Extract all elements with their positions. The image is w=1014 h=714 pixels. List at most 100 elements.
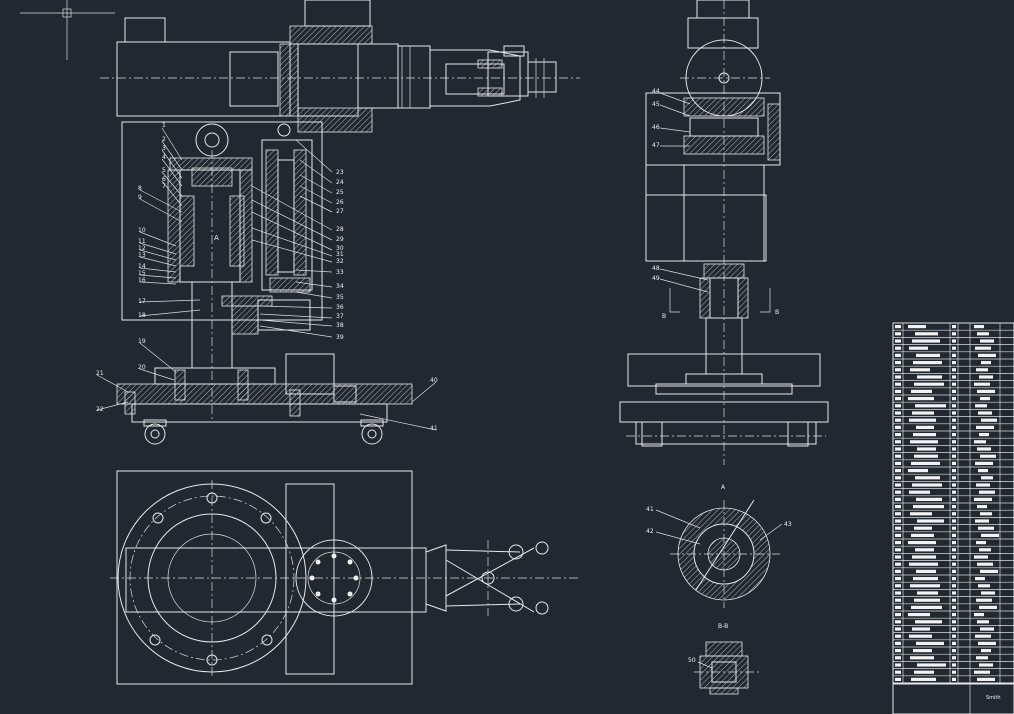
parts-list-cell-text [908,541,936,545]
parts-list-cell-text [911,605,942,609]
title-block-name: Smith [986,695,1001,701]
parts-list-cell-text [913,433,936,437]
part-label-49: 49 [652,275,660,282]
parts-list-cell-text [917,375,942,379]
parts-list-cell-text [981,361,991,365]
part-label-29: 29 [336,236,344,243]
parts-list-cell-text [914,598,940,602]
parts-list-cell-text [974,497,992,501]
parts-list-cell-text [895,505,901,509]
part-label-25: 25 [336,189,344,196]
parts-list-cell-text [979,490,995,494]
parts-list-cell-text [912,339,940,343]
top-view [110,470,580,685]
part-label-39: 39 [336,334,344,341]
parts-list-cell-text [978,641,996,645]
part-label-46: 46 [652,124,660,131]
parts-list-cell-text [952,411,956,415]
parts-list-cell-text [912,483,942,487]
parts-list-cell-text [980,569,998,573]
parts-list-cell-text [952,519,956,523]
parts-list-cell-text [916,569,936,573]
parts-list-cell-text [952,627,956,631]
part-label-50: 50 [688,657,696,664]
parts-list-cell-text [895,397,901,401]
part-label-48: 48 [652,265,660,272]
part-label-11: 11 [138,238,146,245]
parts-list-cell-text [909,490,930,494]
parts-list-cell-text [952,663,956,667]
parts-list-cell-text [952,361,956,365]
part-label-18: 18 [138,312,146,319]
section-mark-b-right: B [775,309,779,316]
part-label-35: 35 [336,294,344,301]
parts-list-cell-text [911,533,934,537]
parts-list-cell-text [952,641,956,645]
parts-list-cell-text [895,483,901,487]
parts-list-cell-text [981,418,997,422]
parts-list-cell-text [952,461,956,465]
parts-list-cell-text [895,656,901,660]
parts-list-cell-text [979,375,993,379]
part-label-42: 42 [646,528,654,535]
parts-list-cell-text [952,418,956,422]
parts-list-cell-text [952,526,956,530]
parts-list-cell-text [913,649,932,653]
parts-list-cell-text [974,613,984,617]
part-label-26: 26 [336,199,344,206]
parts-list-cell-text [952,447,956,451]
part-label-21: 21 [96,370,104,377]
side-view: B B 44 45 46 47 48 49 [619,0,829,465]
parts-list-cell-text [975,634,991,638]
parts-list-cell-text [974,670,990,674]
parts-list-cell-text [911,389,932,393]
part-label-16: 16 [138,277,146,284]
parts-list-cell-text [952,677,956,681]
parts-list-cell-text [895,605,901,609]
parts-list-cell-text [895,440,901,444]
parts-list-cell-text [895,353,901,357]
part-label-37: 37 [336,313,344,320]
parts-list-cell-text [978,353,996,357]
parts-list-cell-text [952,649,956,653]
parts-list-cell-text [911,461,940,465]
section-b-detail: B-B 50 [688,623,760,695]
parts-list-cell-text [978,584,990,588]
parts-list-cell-text [909,634,932,638]
parts-list-cell-text [910,512,932,516]
parts-list-cell-text [974,325,984,329]
part-label-43: 43 [784,521,792,528]
parts-list-cell-text [975,461,993,465]
parts-list-cell-text [952,389,956,393]
parts-list-cell-text [895,562,901,566]
section-a-detail: A 41 42 43 [646,484,792,608]
parts-list-cell-text [917,447,936,451]
parts-list-cell-text [895,490,901,494]
parts-list-cell-text [895,591,901,595]
parts-list-cell-text [952,497,956,501]
ucs-crosshair-icon [20,0,115,60]
parts-list-cell-text [895,497,901,501]
parts-list-cell-text [915,476,940,480]
parts-list-cell-text [895,454,901,458]
parts-list-cell-text [952,548,956,552]
parts-list-cell-text [908,469,928,473]
parts-list-cell-text [979,605,997,609]
parts-list-cell-text [976,598,992,602]
parts-list-cell-text [952,620,956,624]
parts-list-cell-text [912,627,930,631]
parts-list-cell-text [895,476,901,480]
parts-list-cell-text [908,397,934,401]
parts-list-cell-text [952,404,956,408]
parts-list-cell-text [952,368,956,372]
parts-list-cell-text [952,476,956,480]
parts-list-cell-text [952,397,956,401]
parts-list-cell-text [916,641,944,645]
parts-list-cell-text [895,469,901,473]
part-label-4: 4 [162,154,166,161]
parts-list-cell-text [952,483,956,487]
parts-list-cell-text [977,332,989,336]
part-label-40: 40 [430,377,438,384]
parts-list-cell-text [914,454,938,458]
